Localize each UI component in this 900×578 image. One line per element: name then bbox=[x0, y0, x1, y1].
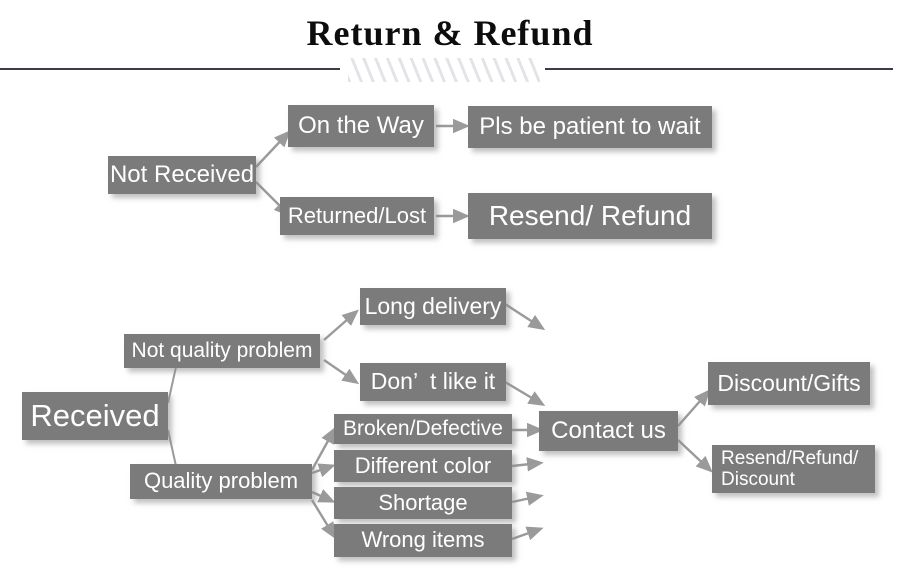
node-long-delivery[interactable]: Long delivery bbox=[360, 288, 506, 325]
arrow-differentcolor-contactus bbox=[511, 457, 544, 472]
node-on-the-way[interactable]: On the Way bbox=[288, 105, 434, 147]
arrow-notreceived-ontheway bbox=[255, 130, 291, 168]
divider-rule-right bbox=[545, 68, 893, 70]
arrow-quality-brokendefective bbox=[310, 426, 336, 471]
node-returned-lost[interactable]: Returned/Lost bbox=[280, 197, 434, 235]
node-not-received[interactable]: Not Received bbox=[108, 156, 256, 194]
arrow-dontlikeit-contactus bbox=[504, 380, 546, 406]
stem-received-notquality bbox=[167, 366, 177, 404]
node-resend-refund[interactable]: Resend/ Refund bbox=[468, 193, 712, 239]
node-dont-like-it[interactable]: Don’ t like it bbox=[360, 363, 506, 401]
arrow-quality-shortage bbox=[311, 489, 336, 503]
header-divider bbox=[0, 58, 900, 82]
arrow-wrongitems-contactus bbox=[511, 526, 544, 541]
arrow-quality-differentcolor bbox=[311, 463, 336, 478]
node-received[interactable]: Received bbox=[22, 392, 168, 440]
arrow-contactus-discountgifts bbox=[677, 389, 711, 427]
node-shortage[interactable]: Shortage bbox=[334, 487, 512, 519]
arrow-notquality-longdelivery bbox=[323, 309, 359, 341]
node-wrong-items[interactable]: Wrong items bbox=[334, 524, 512, 557]
arrow-longdelivery-contactus bbox=[504, 302, 546, 331]
hatched-divider-icon bbox=[348, 58, 540, 82]
node-not-quality-problem[interactable]: Not quality problem bbox=[124, 334, 320, 368]
stem-received-quality bbox=[167, 429, 177, 467]
divider-rule-left bbox=[0, 68, 340, 70]
arrow-shortage-contactus bbox=[511, 491, 544, 506]
arrow-quality-wrongitems bbox=[310, 499, 337, 540]
node-broken-defective[interactable]: Broken/Defective bbox=[334, 414, 512, 444]
arrow-contactus-resendrefunddiscount bbox=[677, 439, 713, 473]
node-different-color[interactable]: Different color bbox=[334, 450, 512, 482]
node-resend-refund-discount[interactable]: Resend/Refund/ Discount bbox=[712, 445, 875, 493]
node-quality-problem[interactable]: Quality problem bbox=[130, 464, 312, 499]
node-contact-us[interactable]: Contact us bbox=[539, 411, 678, 451]
node-pls-be-patient[interactable]: Pls be patient to wait bbox=[468, 106, 712, 148]
node-discount-gifts[interactable]: Discount/Gifts bbox=[708, 362, 870, 405]
arrow-notquality-dontlikeit bbox=[323, 359, 360, 385]
page-title: Return & Refund bbox=[306, 13, 594, 53]
